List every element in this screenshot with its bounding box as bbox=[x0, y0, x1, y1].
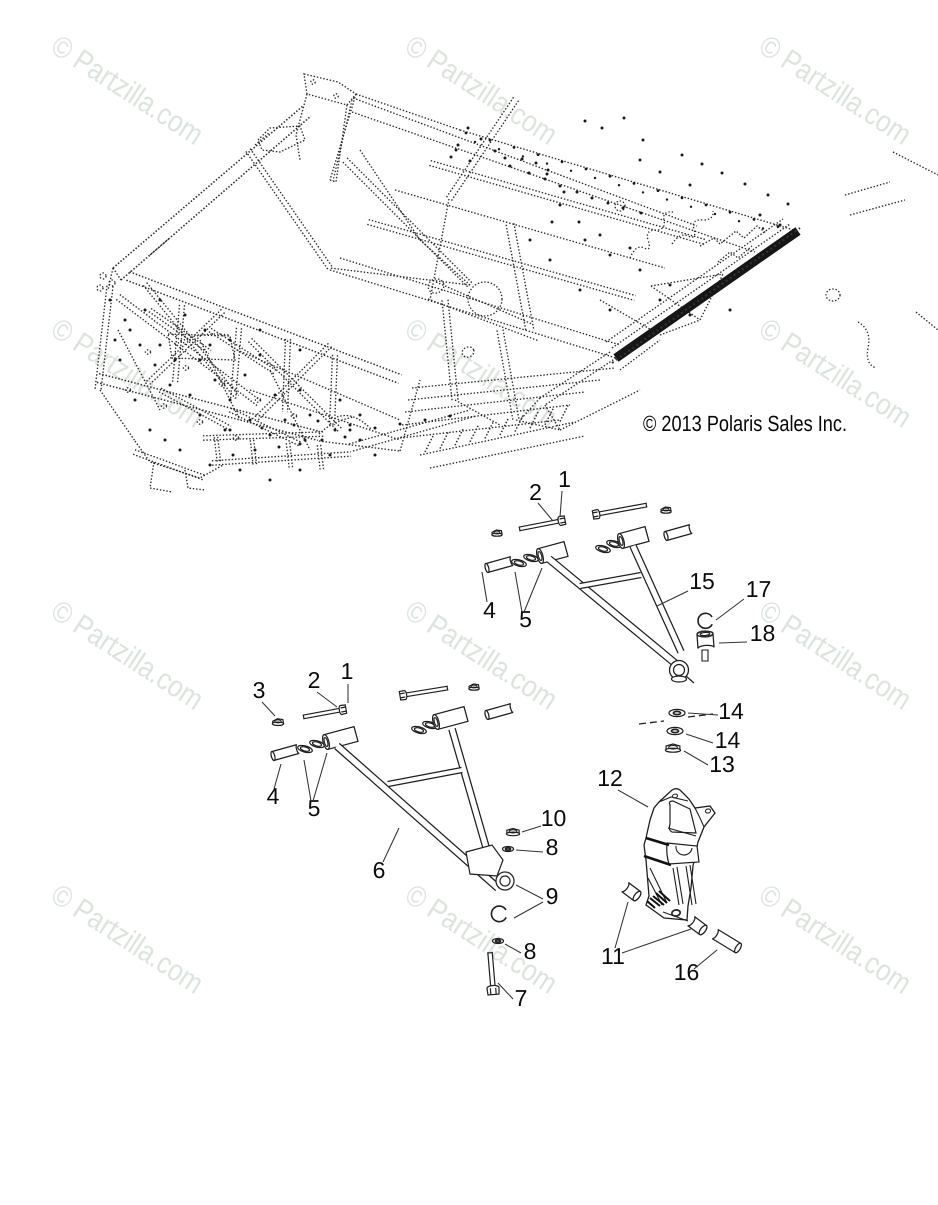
svg-text:13: 13 bbox=[709, 751, 735, 777]
svg-text:3: 3 bbox=[253, 677, 266, 703]
svg-text:5: 5 bbox=[308, 795, 321, 821]
svg-text:5: 5 bbox=[519, 606, 532, 632]
svg-text:7: 7 bbox=[515, 985, 528, 1011]
svg-text:2: 2 bbox=[529, 479, 542, 505]
svg-text:14: 14 bbox=[718, 698, 744, 724]
svg-text:8: 8 bbox=[546, 834, 559, 860]
svg-text:6: 6 bbox=[373, 857, 386, 883]
svg-text:18: 18 bbox=[750, 620, 776, 646]
svg-text:1: 1 bbox=[558, 466, 571, 492]
svg-text:14: 14 bbox=[715, 727, 741, 753]
svg-text:9: 9 bbox=[546, 883, 559, 909]
svg-text:4: 4 bbox=[483, 597, 496, 623]
svg-text:15: 15 bbox=[689, 568, 715, 594]
svg-text:12: 12 bbox=[597, 765, 623, 791]
svg-text:2: 2 bbox=[308, 667, 321, 693]
svg-text:17: 17 bbox=[746, 576, 772, 602]
svg-text:10: 10 bbox=[541, 805, 567, 831]
svg-text:1: 1 bbox=[341, 658, 354, 684]
svg-text:16: 16 bbox=[674, 959, 700, 985]
svg-text:4: 4 bbox=[267, 783, 280, 809]
svg-text:8: 8 bbox=[524, 938, 537, 964]
svg-text:11: 11 bbox=[601, 943, 625, 969]
svg-text:© 2013 Polaris Sales Inc.: © 2013 Polaris Sales Inc. bbox=[643, 411, 847, 436]
